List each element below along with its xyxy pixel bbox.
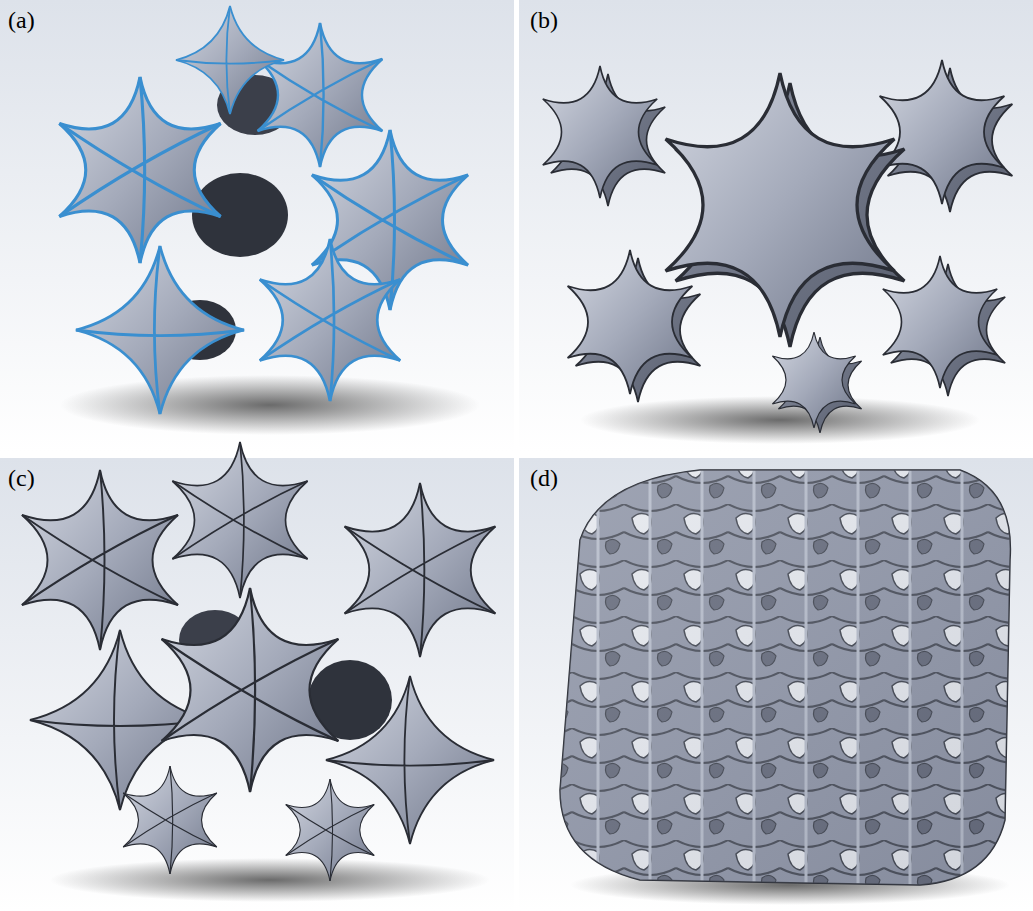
panel-label: (d) (530, 466, 558, 490)
panel-label: (c) (8, 466, 35, 490)
panel-label: (a) (8, 8, 35, 32)
panel-label: (b) (530, 8, 558, 32)
